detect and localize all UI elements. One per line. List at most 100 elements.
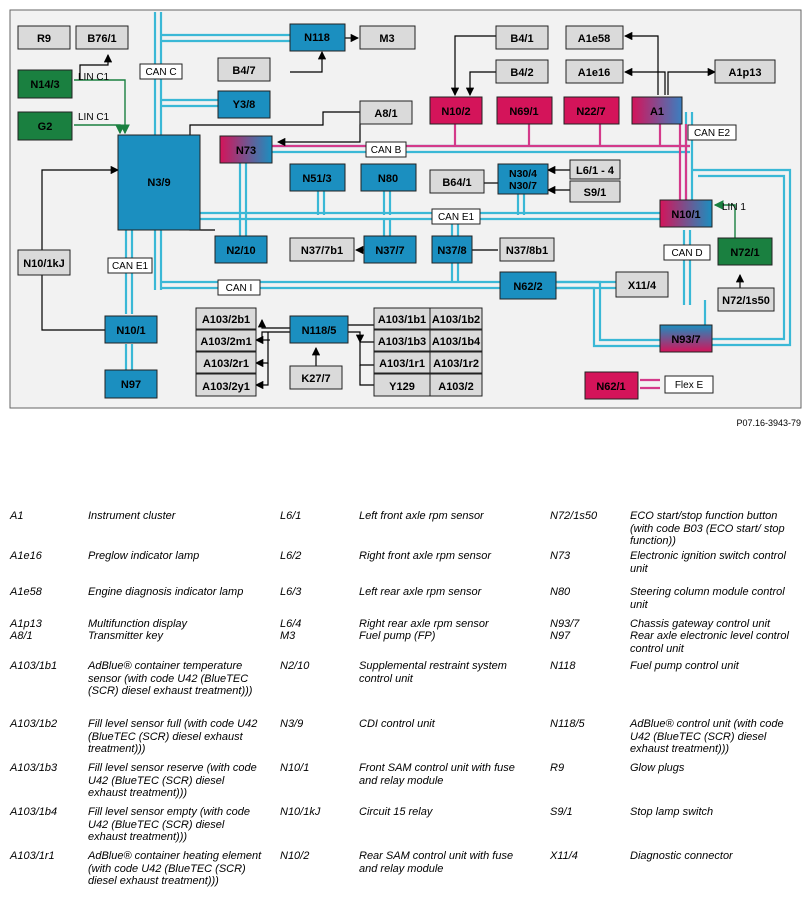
node-N69-1-label: N69/1 (509, 106, 538, 118)
node-A103-1r1-label: A103/1r1 (379, 358, 425, 370)
node-A103-1b4: A103/1b4 (429, 329, 483, 352)
legend-description: Rear axle electronic level control contr… (630, 630, 789, 655)
node-A1e16: A1e16 (565, 59, 624, 84)
node-S9-1-label: S9/1 (584, 187, 607, 199)
node-N72-1: N72/1 (717, 237, 773, 266)
node-N51-3: N51/3 (289, 163, 346, 192)
node-N30-7-label: N30/7 (509, 180, 537, 192)
node-N80: N80 (360, 163, 417, 192)
node-N37-7-label: N37/7 (375, 245, 404, 257)
legend-description: AdBlue® control unit (with code U42 (Blu… (630, 718, 784, 755)
node-N22-7-label: N22/7 (576, 106, 605, 118)
node-A1e58: A1e58 (565, 25, 624, 50)
node-A1p13: A1p13 (714, 59, 776, 84)
bus-label-can-b-text: CAN B (371, 145, 402, 156)
node-N37-8: N37/8 (431, 235, 473, 264)
node-B4-1: B4/1 (495, 25, 549, 50)
legend-code: A103/1b1 (10, 660, 58, 672)
node-N10-1-left-label: N10/1 (116, 325, 145, 337)
legend-description: Left rear axle rpm sensor (359, 586, 482, 598)
node-N62-1-label: N62/1 (596, 381, 625, 393)
legend-description: Right rear axle rpm sensor (359, 618, 489, 630)
node-N118-5-label: N118/5 (302, 325, 337, 337)
legend-code: L6/4 (280, 618, 302, 630)
node-B4-7-label: B4/7 (232, 65, 255, 77)
node-M3: M3 (359, 25, 416, 50)
legend-description: Fuel pump (FP) (359, 630, 436, 642)
legend-code: A103/1b3 (10, 762, 58, 774)
legend-description: CDI control unit (359, 718, 435, 730)
bus-label-can-i-text: CAN I (226, 283, 253, 294)
node-N93-7-label: N93/7 (671, 334, 700, 346)
node-N10-2: N10/2 (429, 96, 483, 125)
node-N72-1s50: N72/1s50 (717, 287, 775, 312)
node-A103-1b3-label: A103/1b3 (378, 336, 426, 348)
legend-code: N3/9 (280, 718, 304, 730)
node-A103-1b1-label: A103/1b1 (378, 314, 426, 326)
node-A103-1b3: A103/1b3 (373, 329, 431, 352)
node-S9-1: S9/1 (569, 180, 621, 203)
node-A103-1b2: A103/1b2 (429, 307, 483, 330)
node-R9: R9 (17, 25, 71, 50)
node-K27-7-label: K27/7 (301, 373, 330, 385)
node-N37-8b1: N37/8b1 (499, 237, 555, 262)
node-Y129: Y129 (373, 373, 431, 397)
legend-code: N118 (550, 660, 576, 672)
node-B4-2: B4/2 (495, 59, 549, 84)
legend-code: N97 (550, 630, 571, 642)
node-N37-8-label: N37/8 (437, 245, 466, 257)
bus-label-lin-c1-b: LIN C1 (78, 112, 110, 123)
legend-code: S9/1 (550, 806, 573, 818)
legend-description: Rear SAM control unit with fuse and rela… (359, 850, 514, 875)
node-B76-1: B76/1 (75, 25, 129, 50)
legend-code: A1 (10, 510, 24, 522)
node-N72-1s50-label: N72/1s50 (722, 295, 770, 307)
legend-description: Fuel pump control unit (630, 660, 739, 672)
bus-label-can-d: CAN D (663, 244, 711, 261)
node-N118-label: N118 (304, 32, 330, 44)
node-N37-7: N37/7 (363, 235, 417, 264)
bus-label-can-c-text: CAN C (145, 67, 176, 78)
node-A1e58-label: A1e58 (578, 33, 610, 45)
node-N118-5: N118/5 (289, 315, 349, 344)
node-N30-4: N30/4 N30/7 (497, 163, 549, 195)
node-A103-1b1: A103/1b1 (373, 307, 431, 330)
node-N10-1kJ-label: N10/1kJ (23, 258, 65, 270)
legend-description: Right front axle rpm sensor (359, 550, 492, 562)
node-A103-2r1-label: A103/2r1 (203, 358, 249, 370)
node-M3-label: M3 (379, 33, 394, 45)
node-N118: N118 (289, 23, 346, 52)
node-B64-1-label: B64/1 (442, 177, 471, 189)
bus-label-can-e2-text: CAN E2 (694, 128, 731, 139)
legend-code: N72/1s50 (550, 510, 598, 522)
legend-description: AdBlue® container heating element (with … (88, 850, 262, 887)
node-Y3-8: Y3/8 (217, 90, 271, 119)
node-A103-1b4-label: A103/1b4 (432, 336, 481, 348)
node-A103-1r2: A103/1r2 (429, 351, 483, 374)
node-N10-1kJ: N10/1kJ (17, 249, 71, 276)
node-X11-4: X11/4 (615, 271, 669, 298)
legend-code: N10/1kJ (280, 806, 321, 818)
node-N3-9: N3/9 (117, 134, 201, 231)
node-K27-7: K27/7 (289, 365, 343, 390)
bus-label-can-e1-b: CAN E1 (107, 257, 153, 274)
node-A103-2m1: A103/2m1 (195, 329, 257, 352)
node-N51-3-label: N51/3 (302, 173, 331, 185)
legend-code: A1p13 (10, 618, 42, 630)
node-N62-2-label: N62/2 (513, 281, 542, 293)
can-b-lines (260, 124, 690, 390)
node-N2-10: N2/10 (214, 235, 268, 264)
legend-description: Fill level sensor reserve (with code U42… (88, 762, 257, 799)
node-A1-label: A1 (650, 106, 664, 118)
legend-description: Supplemental restraint system control un… (359, 660, 507, 685)
node-B4-2-label: B4/2 (510, 67, 533, 79)
node-Y3-8-label: Y3/8 (233, 99, 256, 111)
bus-label-can-c: CAN C (139, 63, 183, 80)
legend-description: Engine diagnosis indicator lamp (88, 586, 244, 598)
node-N80-label: N80 (378, 173, 398, 185)
legend-description: Glow plugs (630, 762, 685, 774)
node-R9-label: R9 (37, 33, 51, 45)
legend-code: N80 (550, 586, 571, 598)
legend-description: Circuit 15 relay (359, 806, 433, 818)
legend-code: N2/10 (280, 660, 310, 672)
